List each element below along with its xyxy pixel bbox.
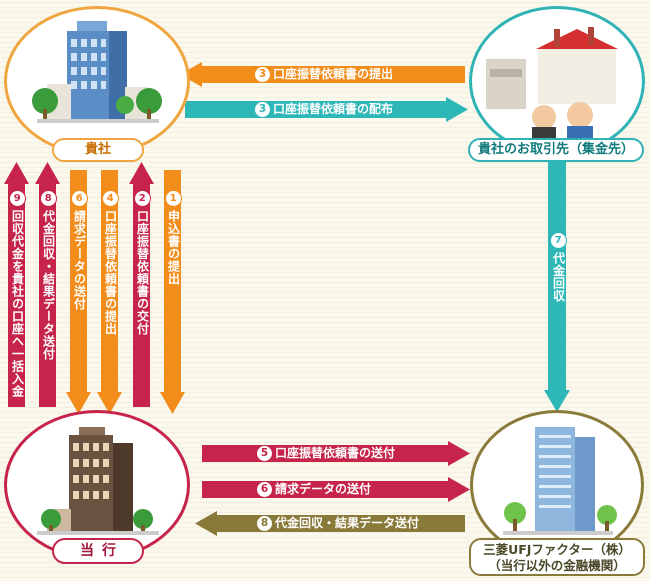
flow-4-submit-label: 4 口座振替依頼書の提出 — [102, 190, 119, 335]
client-label: 貴社 — [52, 138, 144, 162]
step-number: 3 — [255, 67, 270, 82]
flow-text: 請求データの送付 — [275, 482, 372, 496]
arrow-7-collect — [544, 160, 570, 412]
flow-9-deposit-label: 9 回収代金を貴社の口座へ一括入金 — [9, 190, 26, 398]
factor-label: 三菱UFJファクター（株） （当行以外の金融機関） — [469, 538, 645, 576]
step-number: 5 — [257, 446, 272, 461]
arrow-8-result — [35, 162, 60, 407]
step-number: 8 — [40, 190, 57, 207]
flow-text: 代金回収 — [551, 252, 566, 302]
flow-text: 申込書の提出 — [166, 210, 181, 285]
arrow-6-billing — [66, 170, 91, 414]
step-number: 4 — [102, 190, 119, 207]
factor-label-line2: （当行以外の金融機関） — [488, 558, 626, 573]
factory-people-icon — [486, 27, 618, 150]
flow-text: 請求データの送付 — [72, 210, 87, 310]
arrow-1-apply — [160, 170, 185, 414]
factor-label-line1: 三菱UFJファクター（株） — [483, 542, 631, 557]
flow-text: 代金回収・結果データ送付 — [41, 210, 56, 360]
flow-text: 口座振替依頼書の提出 — [103, 210, 118, 335]
flow-text: 回収代金を貴社の口座へ一括入金 — [10, 210, 25, 398]
office-building-icon — [32, 21, 162, 123]
client-node — [4, 6, 190, 156]
flow-text: 口座振替依頼書の提出 — [273, 67, 394, 81]
step-number: 6 — [71, 190, 88, 207]
bank-node — [4, 410, 190, 560]
step-number: 2 — [134, 190, 151, 207]
flow-1-apply-label: 1 申込書の提出 — [165, 190, 182, 285]
partner-node — [469, 6, 645, 156]
factor-node — [470, 410, 644, 560]
flow-text: 代金回収・結果データ送付 — [275, 516, 420, 530]
bank-label: 当行 — [52, 538, 144, 564]
step-number: 9 — [9, 190, 26, 207]
flow-7-collect-label: 7 代金回収 — [550, 232, 567, 302]
arrow-2-issue — [129, 162, 154, 407]
step-number: 8 — [257, 516, 272, 531]
arrow-8-return — [195, 511, 465, 536]
flow-6-billing-label: 6 請求データの送付 — [71, 190, 88, 310]
arrow-4-submit — [97, 170, 122, 414]
flow-text: 口座振替依頼書の送付 — [275, 446, 396, 460]
step-number: 7 — [550, 232, 567, 249]
step-number: 1 — [165, 190, 182, 207]
arrow-9-deposit — [4, 162, 29, 407]
arrow-3-distribute — [185, 97, 468, 122]
bank-building-icon — [37, 427, 159, 535]
partner-label: 貴社のお取引先（集金先） — [468, 138, 644, 162]
step-number: 3 — [255, 102, 270, 117]
flow-text: 口座振替依頼書の交付 — [135, 210, 150, 335]
factor-building-icon — [503, 427, 617, 535]
flow-2-issue-label: 2 口座振替依頼書の交付 — [134, 190, 151, 335]
step-number: 6 — [257, 482, 272, 497]
flow-text: 口座振替依頼書の配布 — [273, 102, 394, 116]
flow-8-result-label: 8 代金回収・結果データ送付 — [40, 190, 57, 360]
